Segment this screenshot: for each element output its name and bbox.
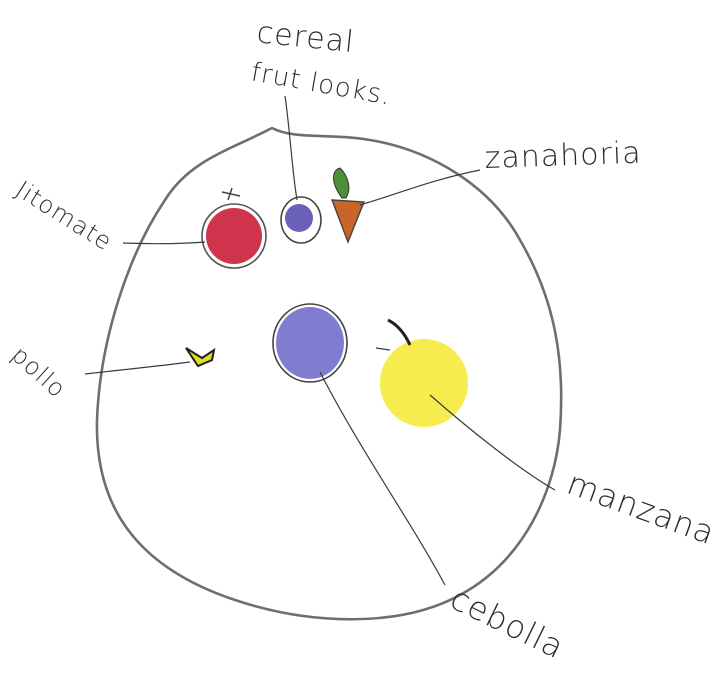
label-cereal-line2: frut looks.: [249, 57, 394, 111]
pollo-shape: [186, 348, 214, 366]
pollo-item: [186, 348, 214, 366]
zanahoria-leaf: [334, 168, 349, 198]
label-cebolla: cebolla: [444, 579, 570, 666]
manzana-stem: [388, 320, 410, 345]
cebolla-fill: [276, 307, 344, 379]
label-cereal-line1: cereal: [255, 15, 356, 60]
jitomate-fill: [206, 208, 262, 264]
cereal-leader: [285, 96, 297, 200]
plate-outline: [97, 128, 561, 619]
jitomate-item: [202, 188, 266, 268]
jitomate-stem: [222, 188, 240, 200]
label-zanahoria: zanahoria: [484, 136, 642, 176]
label-jitomate: Jitomate: [11, 175, 118, 256]
jitomate-leader: [123, 242, 205, 244]
label-pollo: pollo: [6, 341, 72, 404]
pollo-leader: [85, 362, 190, 374]
manzana-item: [380, 320, 468, 427]
cereal-item: [281, 197, 321, 243]
zanahoria-item: [332, 168, 364, 242]
manzana-tick: [376, 348, 390, 350]
manzana-fill: [380, 339, 468, 427]
cebolla-item: [273, 304, 347, 382]
zanahoria-body: [332, 200, 364, 242]
label-manzana: manzana: [562, 464, 717, 553]
cereal-fill: [285, 204, 313, 232]
zanahoria-leader: [360, 170, 480, 205]
